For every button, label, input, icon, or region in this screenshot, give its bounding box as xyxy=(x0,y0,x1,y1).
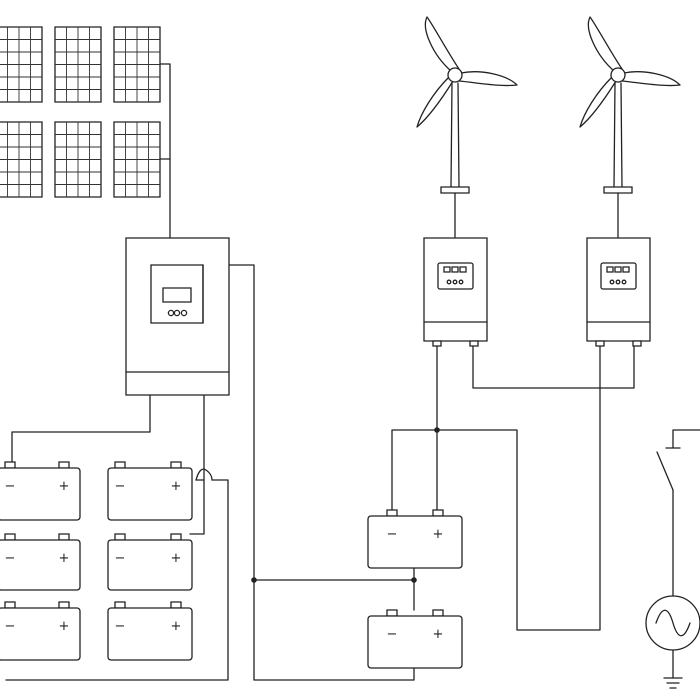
solar-panel-array xyxy=(0,27,160,197)
solar-panel-icon xyxy=(55,27,101,102)
battery-negative-label: − xyxy=(387,627,398,642)
battery-negative-label: − xyxy=(115,619,126,634)
battery-negative-label: − xyxy=(387,527,398,542)
solar-panel-icon xyxy=(0,27,42,102)
battery-negative-label: − xyxy=(5,479,16,494)
solar-panel-icon xyxy=(55,122,101,197)
battery-positive-label: + xyxy=(171,551,182,566)
ac-source-icon xyxy=(646,596,700,650)
battery-negative-label: − xyxy=(5,619,16,634)
battery-icon: −+ xyxy=(108,462,192,520)
battery-negative-label: − xyxy=(5,551,16,566)
battery-icon: −+ xyxy=(0,602,80,660)
battery-positive-label: + xyxy=(171,479,182,494)
battery-positive-label: + xyxy=(433,627,444,642)
battery-icon: −+ xyxy=(108,602,192,660)
wiring xyxy=(6,64,700,688)
charge-controller-icon xyxy=(424,238,487,346)
battery-positive-label: + xyxy=(59,479,70,494)
battery-icon: −+ xyxy=(368,510,462,568)
battery-positive-label: + xyxy=(59,619,70,634)
charge-controller-icon xyxy=(126,238,229,395)
battery-negative-label: − xyxy=(115,479,126,494)
battery-positive-label: + xyxy=(171,619,182,634)
solar-panel-icon xyxy=(114,27,160,102)
battery-positive-label: + xyxy=(433,527,444,542)
battery-icon: −+ xyxy=(108,534,192,590)
battery-icon: −+ xyxy=(0,462,80,520)
charge-controller-icon xyxy=(587,238,650,346)
wind-turbine-icon xyxy=(417,17,517,237)
battery-icon: −+ xyxy=(368,610,462,668)
solar-panel-icon xyxy=(114,122,160,197)
battery-negative-label: − xyxy=(115,551,126,566)
battery-icon: −+ xyxy=(0,534,80,590)
solar-panel-icon xyxy=(0,122,42,197)
battery-positive-label: + xyxy=(59,551,70,566)
wind-turbine-icon xyxy=(580,17,680,237)
battery-bank: −+−+−+−+−+−+−+−+ xyxy=(0,462,462,668)
